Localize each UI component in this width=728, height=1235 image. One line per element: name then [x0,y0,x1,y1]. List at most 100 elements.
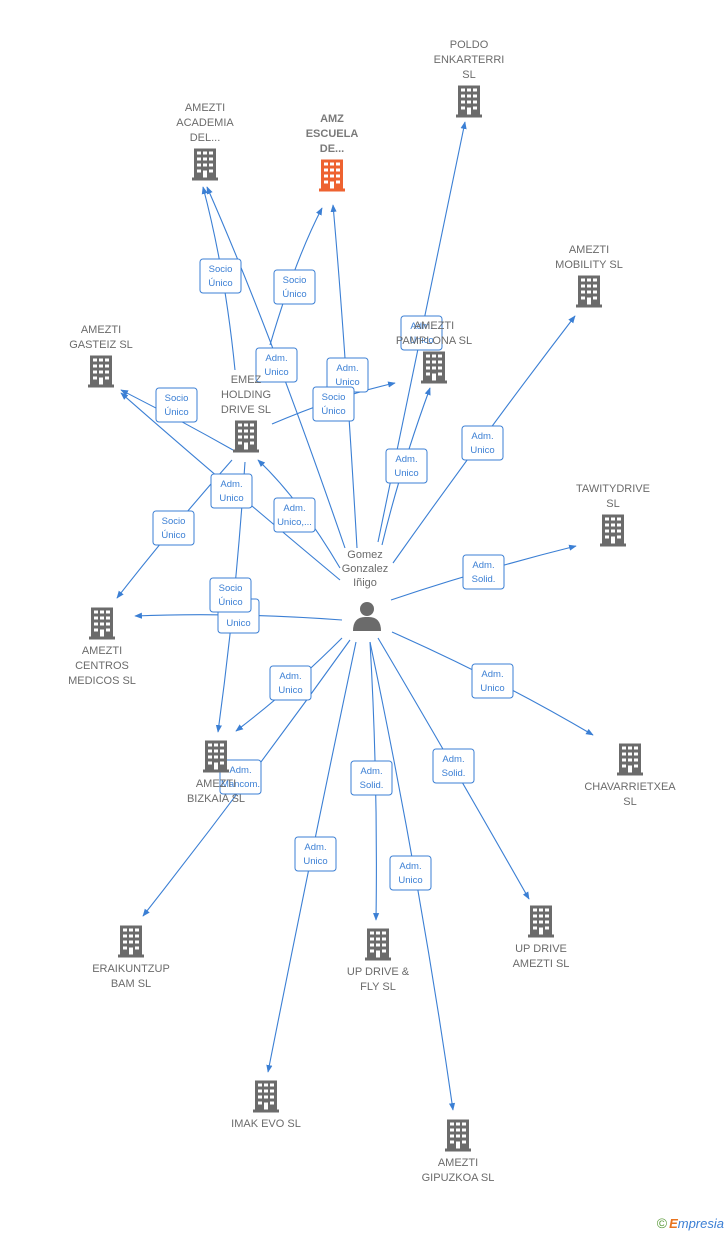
edge-label-box [350,760,393,796]
edge-label-gomez-pamplona[interactable]: Adm. Unico [385,448,428,484]
edge-label-text: Socio [283,275,307,286]
edge-label-text: Unico [394,468,418,479]
edge-label-text: Adm. [481,669,503,680]
edge-label-text: Adm. [283,503,305,514]
copyright-brand[interactable]: ©Empresia [657,1215,724,1231]
company-label: AMEZTI SL [513,958,570,970]
company-label: UP DRIVE [515,943,567,955]
brand-name: Empresia [669,1216,724,1231]
edge-label-text: Unico [226,618,250,629]
company-label: AMEZTI [185,102,225,114]
company-label: SL [623,796,636,808]
company-label: AMEZTI [438,1157,478,1169]
company-label: SL [462,69,475,81]
building-icon [600,514,626,547]
edge-label-gomez-chavarri[interactable]: Adm.Unico [471,663,514,699]
edge-label-gomez-gasteiz[interactable]: Adm.Unico [210,473,253,509]
edge-label-text: Socio [322,392,346,403]
edge-label-box [273,497,316,533]
company-label: AMZ [320,113,344,125]
edge-label-gomez-academia[interactable]: Adm. Unico [255,347,298,383]
edge-label-gomez-upfly[interactable]: Adm. Solid. [350,760,393,796]
company-node-upamezti[interactable]: UP DRIVE AMEZTI SL [513,905,570,971]
edge-label-gomez-gipuzkoa[interactable]: Adm.Unico [389,855,432,891]
edge-label-text: Unico [264,367,288,378]
building-icon [445,1119,471,1152]
edge-label-box [219,759,262,795]
edge-label-box [210,473,253,509]
company-label: BAM SL [111,978,151,990]
company-label: TAWITYDRIVE [576,483,650,495]
edge-label-text: Único [208,278,232,289]
edge-label-text: Unico [470,445,494,456]
edge-label-box [385,448,428,484]
edge-label-box [209,577,252,613]
edge-label-gomez-poldo[interactable]: Adm.Unico [400,315,443,351]
building-icon [456,85,482,118]
company-label: PAMPLONA SL [396,335,472,347]
edge-label-gomez-mobility[interactable]: Adm. Unico [461,425,504,461]
edge-label-text: Adm. [229,765,251,776]
edge-holding-amz [269,207,323,346]
company-node-upfly[interactable]: UP DRIVE &FLY SL [347,928,410,994]
company-label: ERAIKUNTZUP [92,963,170,975]
edge-label-text: Socio [162,516,186,527]
edge-label-text: Adm. [442,754,464,765]
edge-label-gomez-holding[interactable]: Adm.Unico,... [273,497,316,533]
edge-label-text: Adm. [265,353,287,364]
edge-label-text: Solid. [360,780,384,791]
company-label: ENKARTERRI [434,54,505,66]
edge-label-gomez-bizkaia[interactable]: Adm.Unico [269,665,312,701]
edge-label-box [255,347,298,383]
company-label: CENTROS [75,660,129,672]
person-icon [353,616,381,631]
company-node-eraikuntz[interactable]: ERAIKUNTZUP BAM SL [92,925,170,991]
building-icon [118,925,144,958]
edge-label-gomez-tawity[interactable]: Adm.Solid. [462,554,505,590]
edge-label-text: Adm. [399,861,421,872]
edge-label-gomez-upamezti[interactable]: Adm.Solid. [432,748,475,784]
edge-label-text: Adm. [395,454,417,465]
edge-label-text: Adm. [472,560,494,571]
building-icon [192,148,218,181]
company-node-academia[interactable]: AMEZTIACADEMIADEL... [176,102,234,181]
edge-label-text: Adm. [336,363,358,374]
company-node-centros[interactable]: AMEZTI CENTROS MEDICOS SL [68,607,136,688]
company-label: MEDICOS SL [68,675,136,687]
building-icon [365,928,391,961]
edge-label-gomez-eraikuntz[interactable]: Adm.Mancom. [219,759,262,795]
edge-label-box [389,855,432,891]
company-label: DEL... [190,132,221,144]
company-node-imak[interactable]: IMAK EVO SL [231,1080,301,1131]
company-node-amz[interactable]: AMZESCUELADE... [306,113,359,192]
edge-label-box [312,386,355,422]
edge-label-gomez-imak[interactable]: Adm.Unico [294,836,337,872]
person-label: Gomez [347,549,382,561]
company-label: AMEZTI [196,778,236,790]
edge-label-box [461,425,504,461]
company-label: ESCUELA [306,128,359,140]
edge-label-box [269,665,312,701]
edge-label-box [294,836,337,872]
edge-label-text: Adm. [360,766,382,777]
edge-label-text: Unico [335,377,359,388]
edge-label-text: Adm. [471,431,493,442]
company-label: AMEZTI [82,645,122,657]
